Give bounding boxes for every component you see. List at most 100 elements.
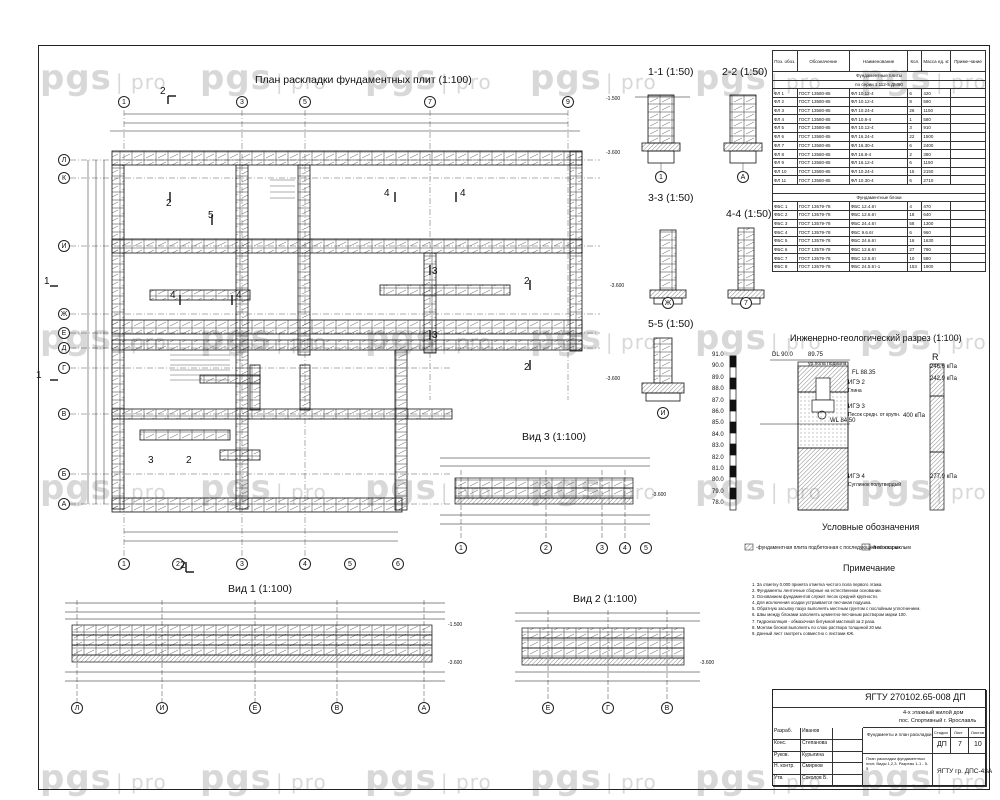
geo-scale-tick: 86.0: [712, 409, 724, 415]
watermark-brand-main: pgs: [200, 758, 272, 798]
spec-cell: ФЛ 10.12-4: [848, 97, 909, 107]
spec-cell: ФБС 24.4.6т: [848, 218, 909, 229]
note-line: 1. За отметку 0.000 принята отметка чист…: [752, 582, 883, 587]
geo-layer3-desc: Песок средн. от крупн.: [848, 412, 901, 418]
watermark-3-2: pgs| pro: [365, 758, 492, 798]
spec-cell: ФБС 12.5.6т: [848, 253, 909, 264]
spec-cell: [950, 166, 986, 177]
spec-cell: ФЛ 10.24-4: [848, 166, 909, 177]
view-1-axis-A: А: [418, 702, 430, 714]
spec-cell: ФЛ 16.8-4: [848, 149, 909, 159]
plan-title: План раскладки фундаментных плит (1:100): [255, 74, 472, 86]
spec-cell: ГОСТ 13579-78: [796, 218, 850, 229]
spec-cell: ГОСТ 13580-85: [796, 88, 850, 99]
geo-r-2: 242,9 кПа: [930, 376, 957, 382]
watermark-3-3: pgs| pro: [530, 758, 657, 798]
view-3-axis-2: 2: [540, 542, 552, 554]
watermark-brand-main: pgs: [40, 318, 112, 358]
watermark-3-1: pgs| pro: [200, 758, 327, 798]
geo-section-title: Инженерно-геологический разрез (1:100): [790, 333, 962, 343]
spec-cell: ФЛ 10: [772, 166, 798, 177]
view-3-title: Вид 3 (1:100): [522, 431, 586, 443]
spec-cell: ГОСТ 13580-85: [796, 149, 850, 159]
watermark-2-5: pgs| pro: [860, 468, 987, 508]
spec-cell: ГОСТ 13579-78: [796, 262, 850, 272]
title-block-org: ЯГТУ гр. ДПС-43А: [937, 768, 993, 775]
spec-cell: [950, 218, 986, 229]
spec-cell: ГОСТ 13580-85: [796, 105, 850, 116]
title-block-role: Руков.: [773, 751, 801, 764]
geo-r-title: R: [932, 352, 939, 362]
plan-axis-left-I: И: [58, 240, 70, 252]
watermark-brand-main: pgs: [365, 758, 437, 798]
plan-axis-top-7: 7: [424, 96, 436, 108]
cut-marker-4-b: 4: [460, 188, 466, 199]
spec-cell: ФБС 24.6.6т: [848, 236, 909, 246]
spec-cell: [950, 175, 986, 185]
title-block-sign: [833, 751, 863, 764]
spec-cell: 380: [921, 149, 952, 159]
watermark-brand-sub: | pro: [770, 330, 822, 354]
plan-axis-left-L: Л: [58, 154, 70, 166]
cut-marker-2-e: 2: [186, 455, 192, 466]
spec-cell: 6: [907, 157, 923, 168]
watermark-0-1: pgs| pro: [200, 58, 327, 98]
spec-cell: 580: [921, 253, 952, 264]
spec-cell: 2: [907, 149, 923, 159]
plan-axis-bottom-6: 6: [392, 558, 404, 570]
cut-marker-2-bottom: 2: [180, 560, 186, 571]
watermark-brand-sub: | pro: [605, 770, 657, 794]
spec-cell: 8: [907, 97, 923, 107]
level-mark-e: -3.600: [652, 492, 667, 498]
spec-cell: 470: [921, 201, 952, 211]
spec-cell: [950, 105, 986, 116]
spec-header-cell: Наименование: [848, 50, 909, 72]
spec-cell: 910: [921, 123, 952, 133]
cut-marker-3-c: 3: [148, 455, 154, 466]
level-mark-c: -3.600: [610, 283, 625, 289]
watermark-0-0: pgs| pro: [40, 58, 167, 98]
watermark-brand-main: pgs: [860, 468, 932, 508]
section-4-4-title: 4-4 (1:50): [726, 208, 772, 220]
view-2-drawing: [515, 610, 700, 702]
spec-cell: ФБС 6: [772, 244, 798, 255]
spec-cell: ФЛ 5: [772, 123, 798, 133]
view-1-drawing: [65, 600, 445, 702]
geo-scale-tick: 78.0: [712, 500, 724, 507]
sheet-frame: [38, 45, 990, 790]
spec-cell: 18: [907, 210, 923, 220]
view-3-axis-3: 3: [596, 542, 608, 554]
watermark-brand-sub: | pro: [935, 330, 987, 354]
geo-scale-tick: 84.0: [712, 431, 724, 438]
legend-title: Условные обозначения: [822, 522, 920, 532]
spec-cell: ФБС 3: [772, 218, 798, 229]
title-block-name: Смирнов: [801, 763, 833, 776]
plan-axis-left-A: А: [58, 498, 70, 510]
spec-cell: 1900: [921, 262, 952, 272]
watermark-brand-sub: | pro: [440, 70, 492, 94]
spec-cell: ФЛ 16.24-4: [848, 131, 909, 142]
plan-axis-bottom-2: 2: [172, 558, 184, 570]
geo-scale-tick: 79.0: [712, 488, 724, 495]
geo-dl: DL 90.0: [772, 352, 793, 358]
section-3-3-title: 3-3 (1:50): [648, 192, 694, 204]
spec-cell: ФЛ 2: [772, 97, 798, 107]
view-3-drawing: [440, 457, 650, 540]
title-block-name: Курыгина: [801, 751, 833, 764]
spec-cell: [772, 183, 986, 194]
watermark-3-4: pgs| pro: [695, 758, 822, 798]
plan-axis-left-K: К: [58, 172, 70, 184]
foundation-strips: [111, 150, 583, 513]
spec-cell: ФБС 12.6.6т: [848, 244, 909, 255]
spec-cell: 2400: [921, 140, 952, 151]
spec-cell: 16: [907, 236, 923, 246]
spec-cell: ГОСТ 13580-85: [796, 131, 850, 142]
spec-cell: ФЛ 10.8-4: [848, 114, 909, 125]
